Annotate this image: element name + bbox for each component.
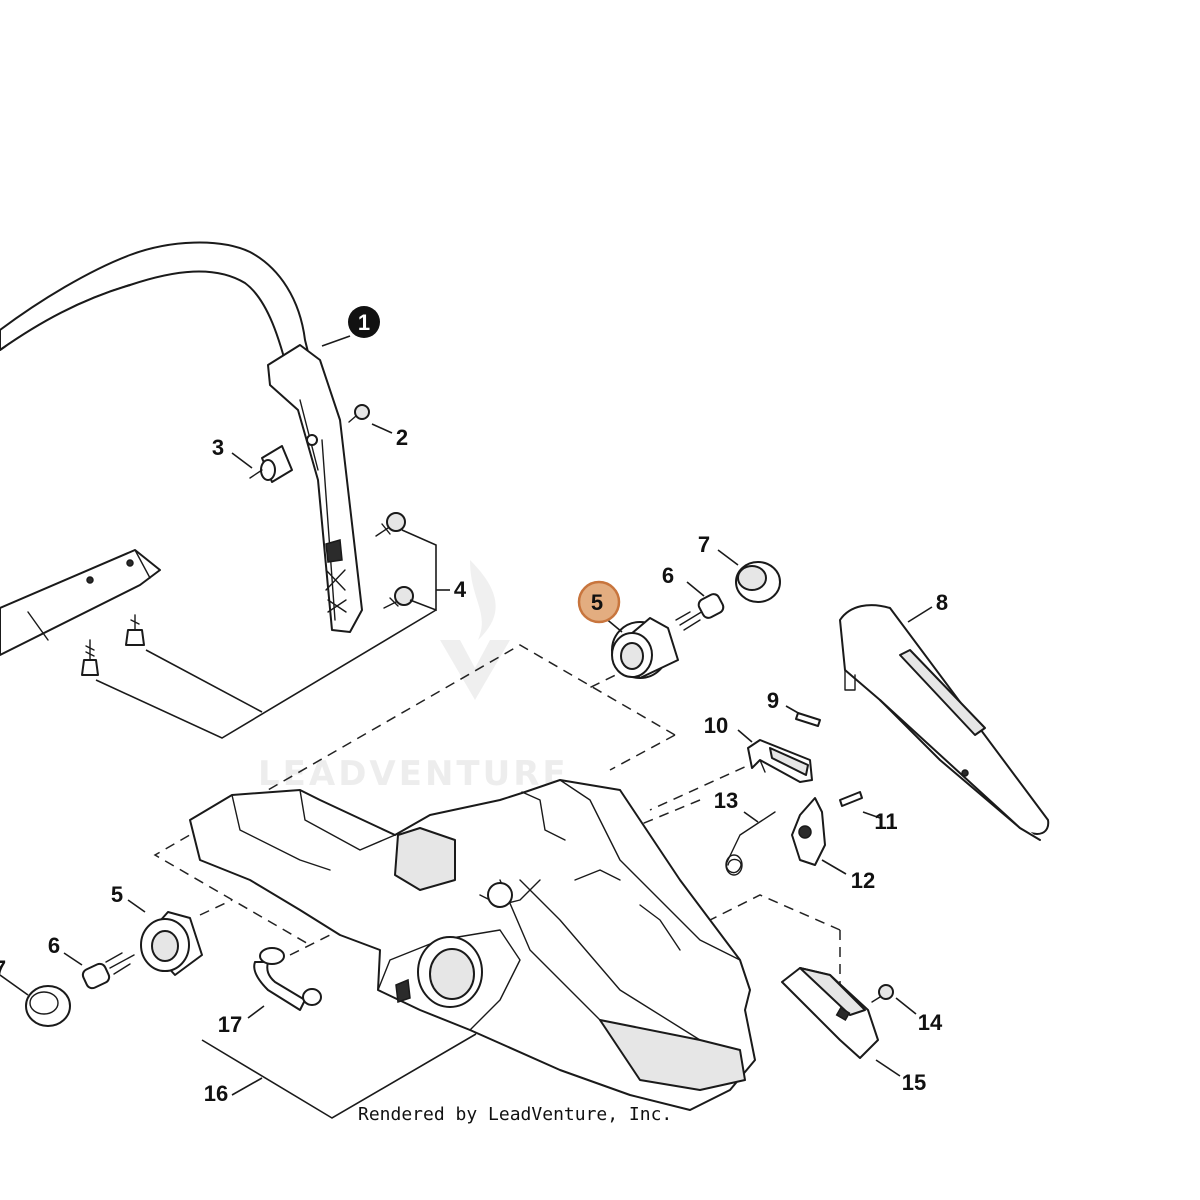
part-7-upper-ring[interactable] [735, 561, 781, 603]
callout-16[interactable]: 16 [204, 1081, 228, 1106]
callout-17[interactable]: 17 [218, 1012, 242, 1037]
leader-lines [0, 335, 933, 1077]
callout-12[interactable]: 12 [851, 868, 875, 893]
part-17-fuel-line[interactable] [253, 947, 322, 1011]
part-5-upper-bushing[interactable] [611, 617, 679, 679]
callout-6-lower[interactable]: 6 [48, 933, 60, 958]
dashed-line-g [199, 899, 233, 916]
callout-7-upper[interactable]: 7 [698, 532, 710, 557]
callout-8[interactable]: 8 [936, 590, 948, 615]
callout-5a-label: 5 [591, 590, 603, 615]
screw-lower-left[interactable] [81, 614, 145, 676]
bracket-16 [201, 1033, 477, 1119]
callout-14[interactable]: 14 [918, 1010, 943, 1035]
credit-text: Rendered by LeadVenture, Inc. [358, 1104, 672, 1125]
callout-3[interactable]: 3 [212, 435, 224, 460]
handlebar[interactable] [0, 241, 363, 656]
callout-9[interactable]: 9 [767, 688, 779, 713]
part-6-lower-bolt[interactable] [81, 952, 135, 990]
dashed-box-main [153, 644, 676, 946]
part-8-cover[interactable] [839, 604, 1050, 841]
callout-15[interactable]: 15 [902, 1070, 926, 1095]
callout-1-label: 1 [358, 310, 370, 335]
dashed-line-e [699, 894, 841, 931]
watermark-text: LEADVENTURE [258, 754, 569, 794]
part-13-spring[interactable] [725, 811, 776, 876]
dashed-line-d [649, 759, 761, 811]
screw-4-lower[interactable] [383, 586, 414, 609]
callout-5-lower[interactable]: 5 [111, 882, 123, 907]
bracket-4 [401, 529, 437, 612]
screw-4-upper[interactable] [375, 512, 406, 537]
screw-2[interactable] [348, 404, 370, 423]
callout-10[interactable]: 10 [704, 713, 728, 738]
part-10-lever[interactable] [747, 739, 813, 783]
callout-7-lower[interactable]: 7 [0, 956, 6, 981]
bracket-lower [95, 609, 437, 739]
leader-16 [231, 1077, 263, 1096]
part-14-screw[interactable] [871, 984, 894, 1003]
callout-11[interactable]: 11 [874, 809, 897, 834]
part-7-lower-cap[interactable] [25, 985, 71, 1027]
part-9-pin[interactable] [795, 712, 821, 727]
callout-2[interactable]: 2 [396, 425, 408, 450]
callout-6-upper[interactable]: 6 [662, 563, 674, 588]
bracket-lower-2 [145, 649, 263, 713]
part-3-bushing[interactable] [249, 445, 293, 483]
callout-13[interactable]: 13 [714, 788, 738, 813]
part-11-pin[interactable] [839, 791, 863, 807]
part-6-upper-bolt[interactable] [675, 592, 725, 631]
leadventure-watermark: LEADVENTURE [258, 560, 569, 794]
part-12-latch[interactable] [791, 797, 826, 866]
callout-5-highlighted[interactable]: 5 [577, 580, 621, 624]
housing[interactable] [189, 779, 756, 1111]
callout-1[interactable]: 1 [348, 306, 380, 338]
part-15-guard[interactable] [781, 967, 879, 1059]
dashed-line-a [609, 734, 676, 771]
dashed-line-h [289, 929, 341, 956]
part-5-lower-bushing[interactable] [140, 911, 203, 976]
callout-4[interactable]: 4 [454, 577, 467, 602]
